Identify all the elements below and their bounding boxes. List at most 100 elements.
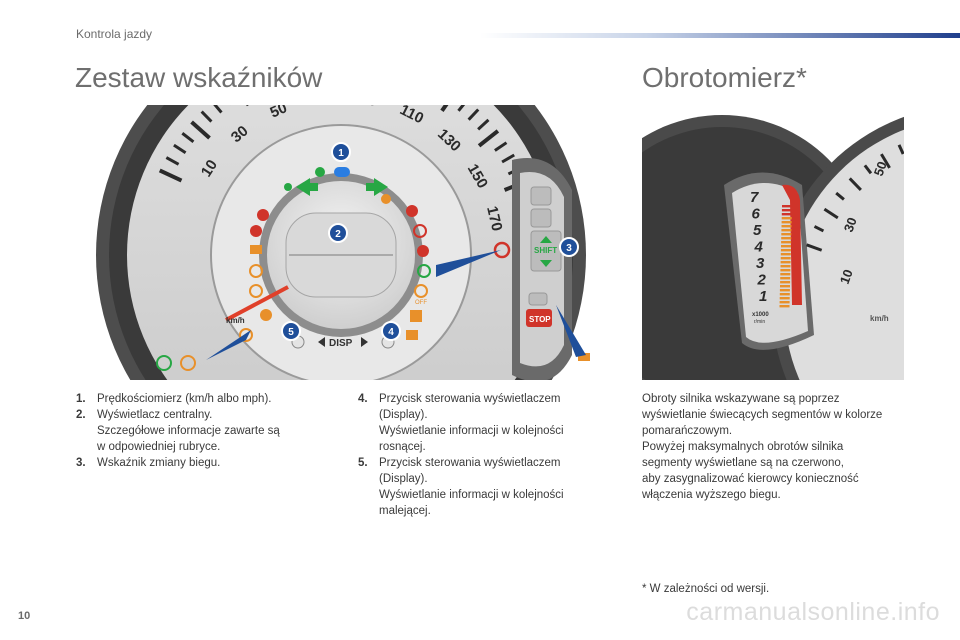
headlight-icon — [180, 355, 196, 371]
rev-segment — [779, 289, 790, 292]
description-line: Obroty silnika wskazywane są poprzez — [642, 393, 840, 405]
speed-number: 70 — [313, 105, 332, 108]
door-open-icon — [417, 245, 429, 257]
callout-badge — [281, 321, 301, 341]
seatbelt-icon — [257, 209, 269, 221]
parking-light-icon — [156, 355, 172, 371]
rev-segment — [781, 237, 792, 240]
svg-text:SHIFT: SHIFT — [534, 246, 557, 255]
legend-item-line: (Display). — [379, 473, 428, 485]
rpm-unit-bottom: r/min — [754, 319, 765, 325]
speed-unit-label: km/h — [226, 316, 245, 325]
esp-icon — [410, 310, 422, 322]
legend-item-line: malejącej. — [379, 505, 431, 517]
airbag-icon — [250, 225, 262, 237]
engine-icon — [249, 264, 263, 278]
legend-item-number: 4. — [358, 393, 368, 405]
speedometer-partial-face — [784, 129, 904, 380]
speed-number: 90 — [359, 105, 378, 110]
rev-segment — [781, 213, 792, 216]
speed-needle — [225, 285, 289, 322]
rev-segment — [780, 269, 791, 272]
legend-column-2: 4. Przycisk sterowania wyświetlaczem (Disp… — [358, 391, 598, 519]
partial-speed-tick — [863, 164, 873, 175]
legend-item: 5.Przycisk sterowania wyświetlaczem(Disp… — [358, 455, 598, 519]
stop-start-off-icon — [414, 284, 428, 298]
turn-left-icon — [296, 178, 318, 196]
callout-number: 3 — [566, 243, 572, 254]
service-icon — [239, 328, 253, 342]
callout-number: 1 — [338, 148, 344, 159]
side-panel: SHIFT STOP — [512, 158, 590, 380]
speed-tick — [200, 110, 213, 123]
rev-segment — [781, 209, 792, 212]
svg-text:STOP: STOP — [529, 315, 551, 324]
page-number: 10 — [18, 610, 31, 622]
instrument-cluster-illustration: 1030507090110130150170 — [76, 105, 596, 380]
legend-item-line: Wskaźnik zmiany biegu. — [97, 457, 221, 469]
legend-item-line: Wyświetlanie informacji w kolejności — [379, 489, 564, 501]
rpm-number: 7 — [750, 189, 759, 206]
watermark: carmanualsonline.info — [686, 598, 940, 626]
legend-item-line: (Display). — [379, 409, 428, 421]
partial-speed-tick — [823, 207, 839, 220]
rev-segment — [780, 281, 791, 284]
partial-speed-number: 10 — [837, 267, 856, 286]
speed-tick — [467, 108, 480, 121]
speed-tick — [165, 156, 180, 166]
rpm-number: 2 — [757, 272, 767, 289]
tire-pressure-icon — [249, 284, 263, 298]
speed-tick — [477, 118, 490, 131]
footnote: * W zależności od wersji. — [642, 583, 770, 595]
legend-item-line: Wyświetlacz centralny. — [97, 409, 213, 421]
callout-badge — [559, 237, 579, 257]
legend-item-line: Przycisk sterowania wyświetlaczem — [379, 393, 561, 405]
legend-item-line: Wyświetlanie informacji w kolejności — [379, 425, 564, 437]
rpm-number: 4 — [754, 239, 764, 256]
legend-item-line: w odpowiedniej rubryce. — [97, 441, 221, 453]
rev-segment — [779, 297, 790, 300]
disp-right-icon — [361, 337, 368, 347]
speed-number: 10 — [198, 157, 221, 180]
rpm-unit-top: x1000 — [752, 312, 769, 318]
speed-tick — [477, 129, 500, 148]
legend-item: 2.Wyświetlacz centralny.Szczegółowe info… — [76, 407, 316, 455]
partial-speed-tick — [835, 191, 845, 201]
shift-down-icon — [540, 260, 552, 267]
legend-item-number: 1. — [76, 393, 86, 405]
description-line: pomarańczowym. — [642, 425, 733, 437]
rev-segment — [782, 205, 792, 208]
partial-speed-tick — [813, 225, 825, 233]
callout-number: 4 — [388, 327, 394, 338]
callout-number: 5 — [288, 327, 294, 338]
legend-column-1: 1.Prędkościomierz (km/h albo mph).2.Wyśw… — [76, 391, 316, 471]
partial-speed-number: 50 — [871, 159, 890, 178]
rev-segment — [781, 241, 792, 244]
speed-tick — [181, 132, 195, 143]
rev-segment — [779, 301, 790, 304]
rev-segment — [780, 273, 791, 276]
rev-segment — [781, 229, 792, 232]
tpms-reset-icon — [406, 330, 418, 340]
low-beam-icon — [315, 167, 325, 177]
speed-tick — [501, 153, 515, 164]
stop-start-icon — [417, 264, 431, 278]
rev-segment — [781, 217, 792, 220]
rev-segment — [780, 277, 791, 280]
legend-item-line: rosnącej. — [379, 441, 426, 453]
callout-badge — [328, 223, 348, 243]
callout-badge — [331, 142, 351, 162]
description-line: segmenty wyświetlane są na czerwono, — [642, 457, 844, 469]
indicator-icons: OFF — [239, 167, 511, 342]
legend-item-number: 3. — [76, 457, 86, 469]
warning-icon — [493, 241, 511, 259]
rev-redline — [782, 184, 802, 305]
rev-segment — [780, 249, 791, 252]
header-bar — [480, 33, 960, 38]
rear-fog-icon — [381, 194, 391, 204]
rev-segment — [781, 245, 791, 248]
partial-speed-tick — [806, 243, 823, 252]
rpm-number: 5 — [753, 222, 762, 239]
